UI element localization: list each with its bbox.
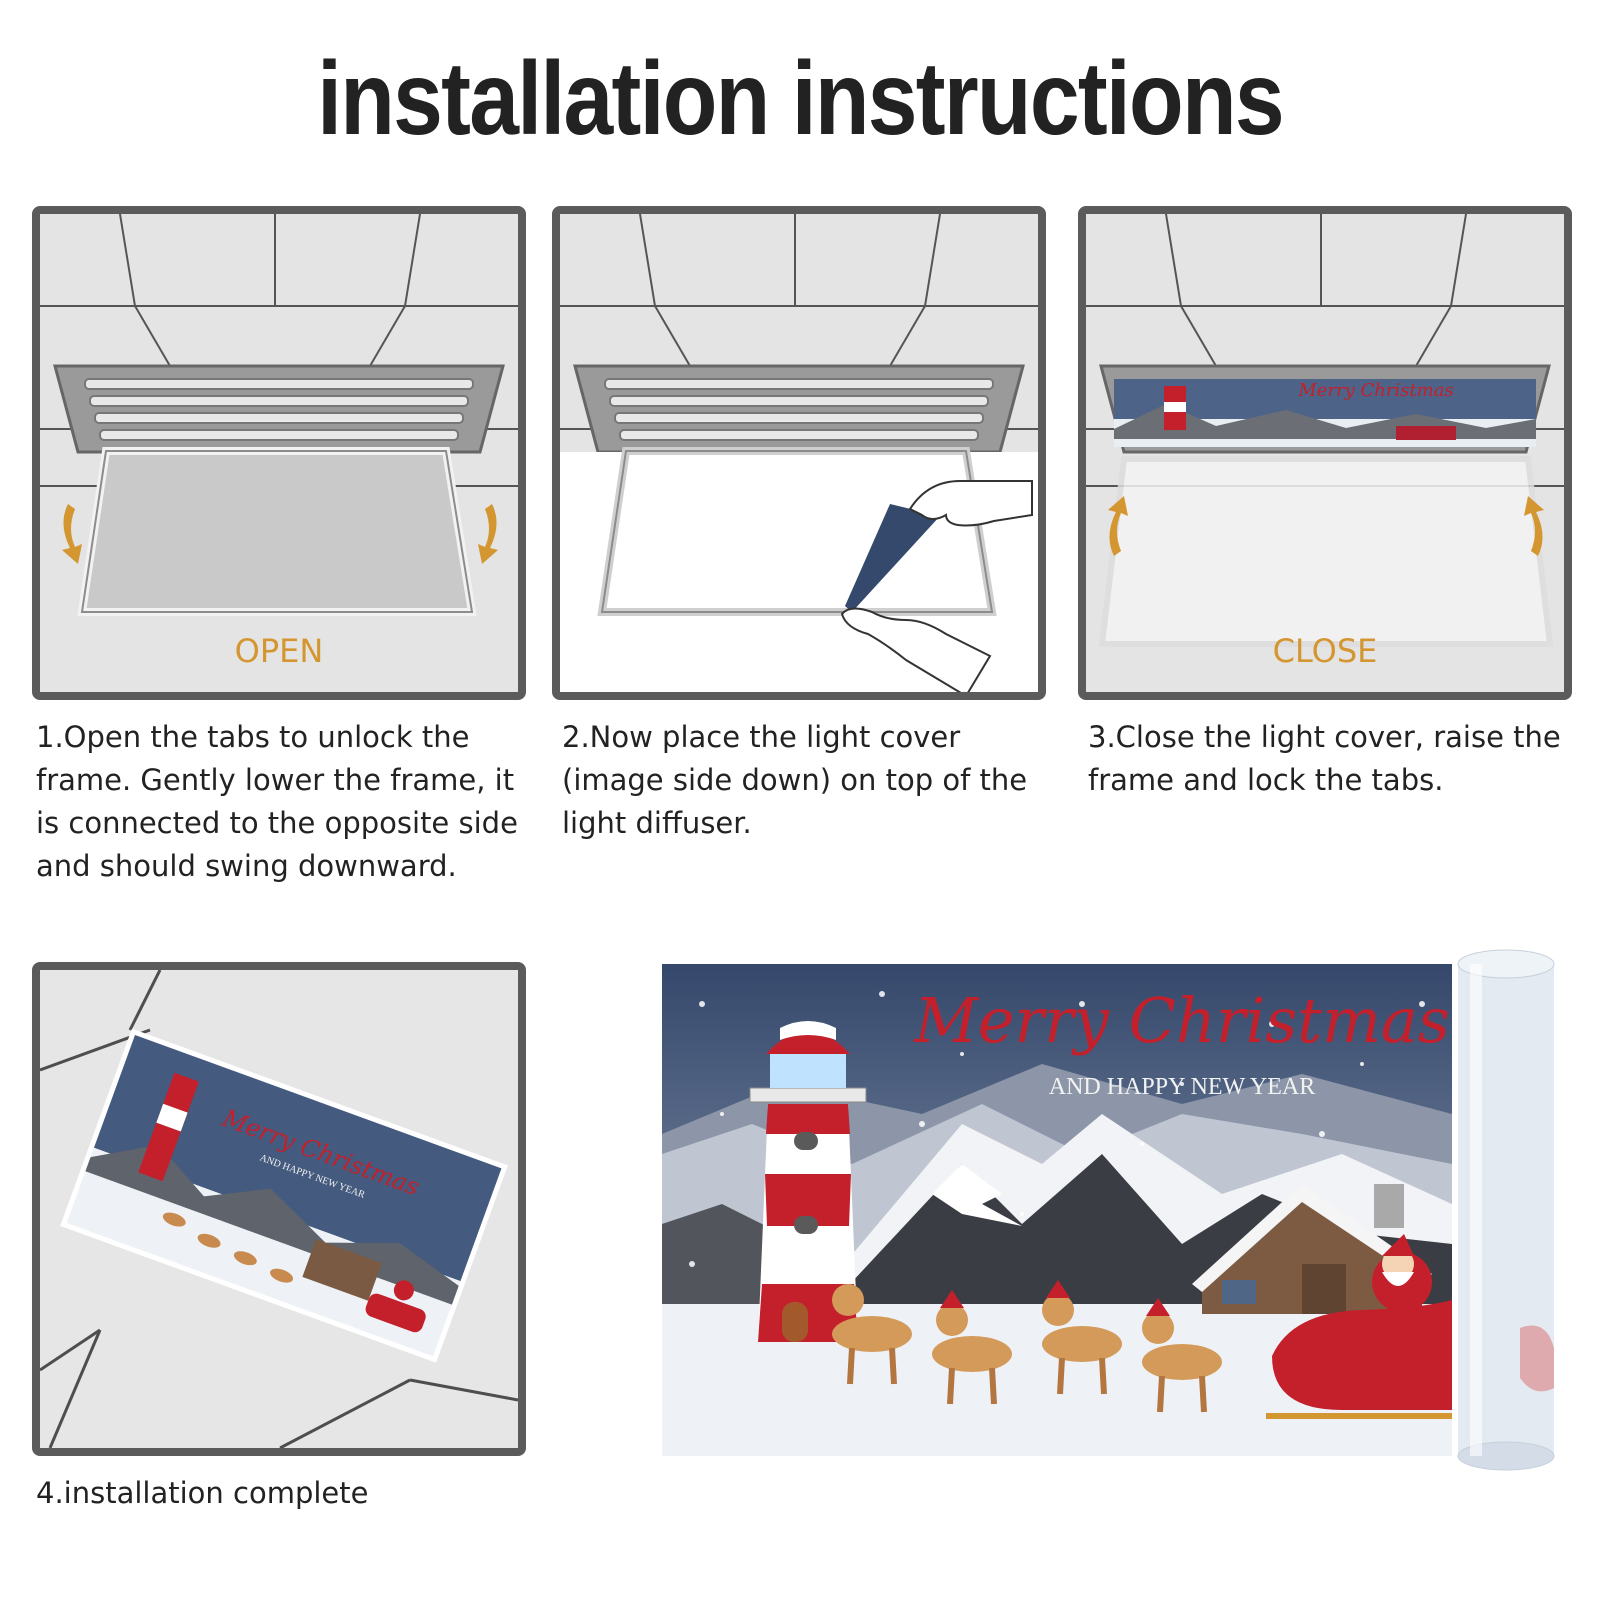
step-4-panel: Merry Christmas AND HAPPY NEW YEAR	[32, 962, 526, 1456]
installed-cover-illustration: Merry Christmas AND HAPPY NEW YEAR	[40, 970, 518, 1448]
step-1-text: 1.Open the tabs to unlock the frame. Gen…	[36, 720, 518, 883]
cabin-icon	[1192, 1184, 1432, 1314]
page-title: installation instructions	[317, 41, 1285, 157]
rotate-arrow-icon	[1524, 496, 1544, 556]
banner-subline: AND HAPPY NEW YEAR	[1049, 1074, 1315, 1100]
banner-headline: Merry Christmas	[913, 984, 1449, 1057]
step-2-panel	[552, 206, 1046, 700]
step-3-panel: Merry Christmas CLOSE	[1078, 206, 1572, 700]
step-2-text: 2.Now place the light cover (image side …	[562, 720, 1028, 840]
rotate-arrow-icon	[478, 504, 498, 564]
step-1-panel: OPEN	[32, 206, 526, 700]
santa-sleigh-icon	[1266, 1234, 1452, 1419]
open-frame-illustration: OPEN	[40, 214, 518, 692]
close-frame-illustration: Merry Christmas CLOSE	[1086, 214, 1564, 692]
close-label: CLOSE	[1273, 632, 1378, 670]
step-4-text: 4.installation complete	[36, 1476, 369, 1510]
reindeer-icon	[832, 1280, 1222, 1413]
rotate-arrow-icon	[1108, 496, 1128, 556]
christmas-banner: Merry Christmas AND HAPPY NEW YEAR	[662, 964, 1452, 1456]
hand-icon	[840, 480, 1033, 692]
lighthouse-icon	[749, 1021, 867, 1342]
svg-text:Merry Christmas: Merry Christmas	[1297, 380, 1453, 401]
film-roll	[1450, 948, 1562, 1472]
step-3-text: 3.Close the light cover, raise the frame…	[1088, 720, 1561, 797]
open-label: OPEN	[235, 632, 324, 670]
place-cover-illustration	[560, 214, 1038, 692]
rotate-arrow-icon	[62, 504, 82, 564]
